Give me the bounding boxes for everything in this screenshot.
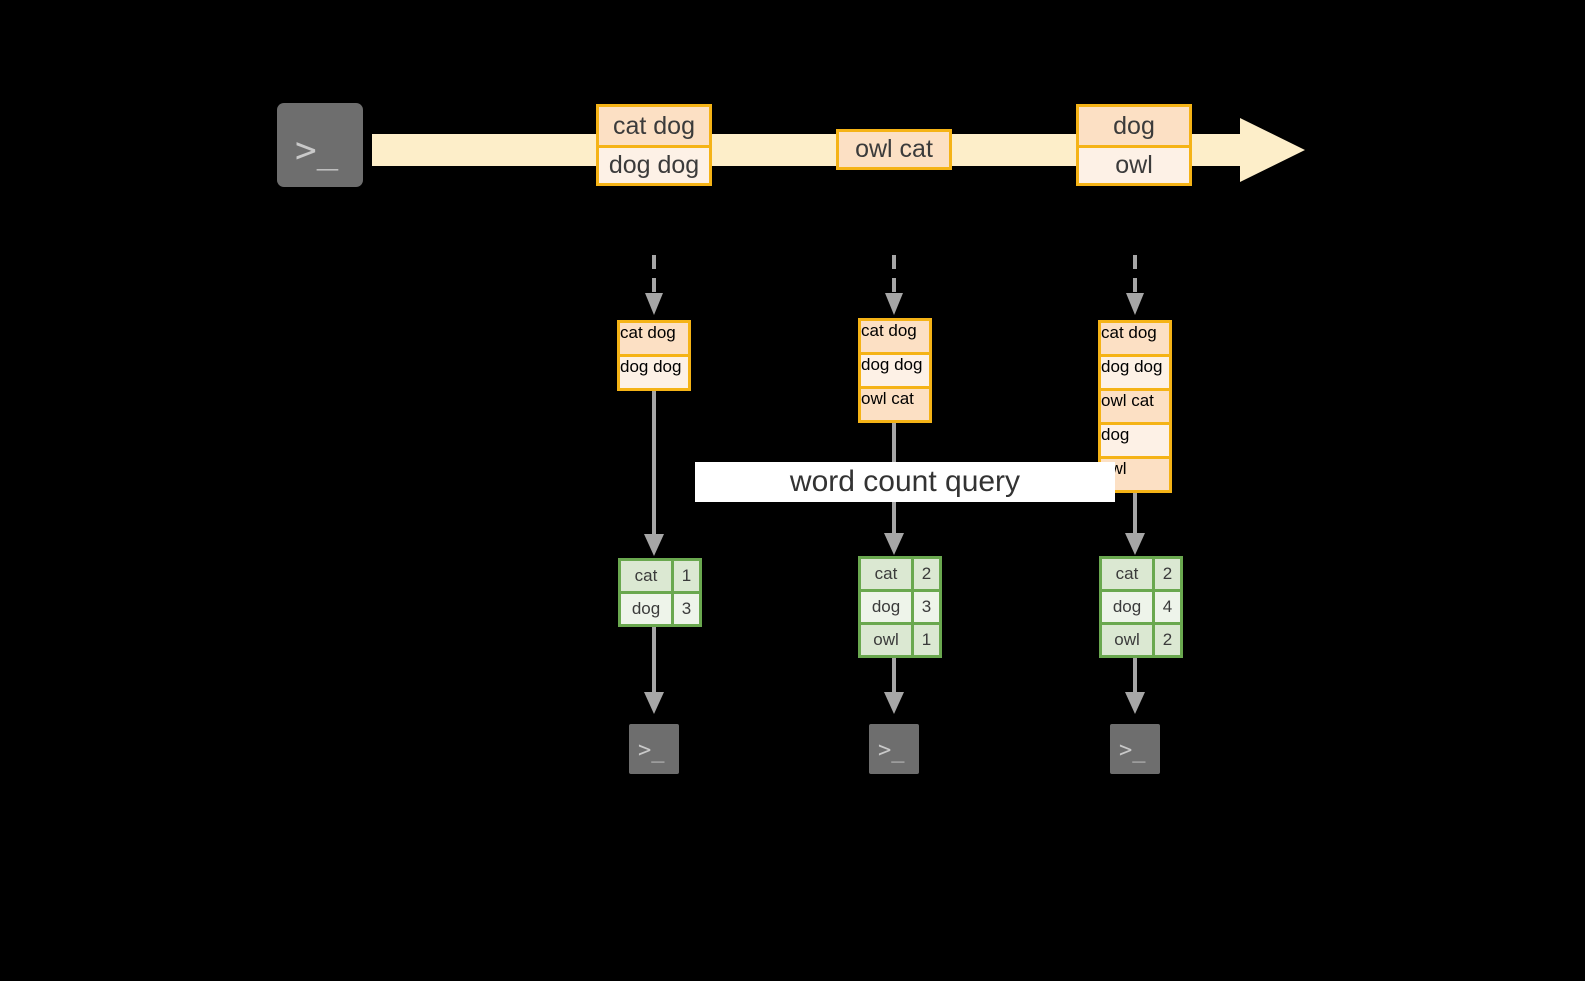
table-row: dog 4	[1102, 589, 1180, 622]
stream-record-3: dog owl	[1076, 104, 1192, 186]
snapshot-1-input-table: cat dog dog dog	[617, 320, 691, 391]
snapshot-2-sink-terminal-icon: >_	[861, 716, 927, 782]
stream-record-line: dog dog	[599, 145, 709, 183]
table-row: owl 2	[1102, 622, 1180, 655]
snapshot-1-dashed-connector	[643, 255, 665, 317]
word-cell: dog	[1102, 592, 1152, 622]
count-cell: 1	[671, 561, 699, 591]
word-cell: owl	[1102, 625, 1152, 655]
table-row: owl 1	[861, 622, 939, 655]
prompt-glyph: >_	[878, 738, 905, 763]
count-cell: 3	[911, 592, 939, 622]
table-row: dog 3	[621, 591, 699, 624]
stream-record-line: cat dog	[599, 107, 709, 145]
word-cell: dog	[621, 594, 671, 624]
snapshot-2-input-table: cat dog dog dog owl cat	[858, 318, 932, 423]
snapshot-1-sink-connector	[643, 624, 665, 716]
input-row: dog dog	[861, 352, 929, 386]
stream-record-line: owl	[1079, 145, 1189, 183]
prompt-glyph: >_	[1119, 738, 1146, 763]
source-terminal-icon: >_	[266, 92, 374, 198]
input-row: cat dog	[1101, 323, 1169, 354]
snapshot-2-dashed-connector	[883, 255, 905, 317]
snapshot-1-query-connector	[643, 386, 665, 558]
input-row: dog dog	[1101, 354, 1169, 388]
word-count-query-label: word count query	[695, 462, 1115, 502]
snapshot-3-dashed-connector	[1124, 255, 1146, 317]
table-row: cat 2	[861, 559, 939, 589]
stream-record-line: owl cat	[839, 132, 949, 167]
snapshot-3-sink-connector	[1124, 652, 1146, 716]
word-count-query-text: word count query	[789, 465, 1021, 498]
word-cell: owl	[861, 625, 911, 655]
snapshot-2-sink-connector	[883, 652, 905, 716]
snapshot-1-sink-terminal-icon: >_	[621, 716, 687, 782]
stream-record-line: dog	[1079, 107, 1189, 145]
table-row: cat 2	[1102, 559, 1180, 589]
table-row: cat 1	[621, 561, 699, 591]
count-cell: 1	[911, 625, 939, 655]
word-cell: dog	[861, 592, 911, 622]
prompt-glyph: >_	[638, 738, 665, 763]
word-cell: cat	[621, 561, 671, 591]
word-cell: cat	[1102, 559, 1152, 589]
input-row: dog	[1101, 422, 1169, 456]
input-row: dog dog	[620, 354, 688, 388]
stream-record-2: owl cat	[836, 129, 952, 170]
snapshot-3-input-table: cat dog dog dog owl cat dog owl	[1098, 320, 1172, 493]
snapshot-1-result-table: cat 1 dog 3	[618, 558, 702, 627]
input-row: owl cat	[1101, 388, 1169, 422]
stream-record-1: cat dog dog dog	[596, 104, 712, 186]
word-cell: cat	[861, 559, 911, 589]
count-cell: 2	[1152, 559, 1180, 589]
count-cell: 4	[1152, 592, 1180, 622]
table-row: dog 3	[861, 589, 939, 622]
snapshot-3-sink-terminal-icon: >_	[1102, 716, 1168, 782]
input-row: cat dog	[861, 321, 929, 352]
prompt-glyph: >_	[295, 130, 339, 171]
count-cell: 2	[1152, 625, 1180, 655]
input-row: cat dog	[620, 323, 688, 354]
count-cell: 3	[671, 594, 699, 624]
snapshot-2-result-table: cat 2 dog 3 owl 1	[858, 556, 942, 658]
input-row: owl cat	[861, 386, 929, 420]
snapshot-3-result-table: cat 2 dog 4 owl 2	[1099, 556, 1183, 658]
count-cell: 2	[911, 559, 939, 589]
